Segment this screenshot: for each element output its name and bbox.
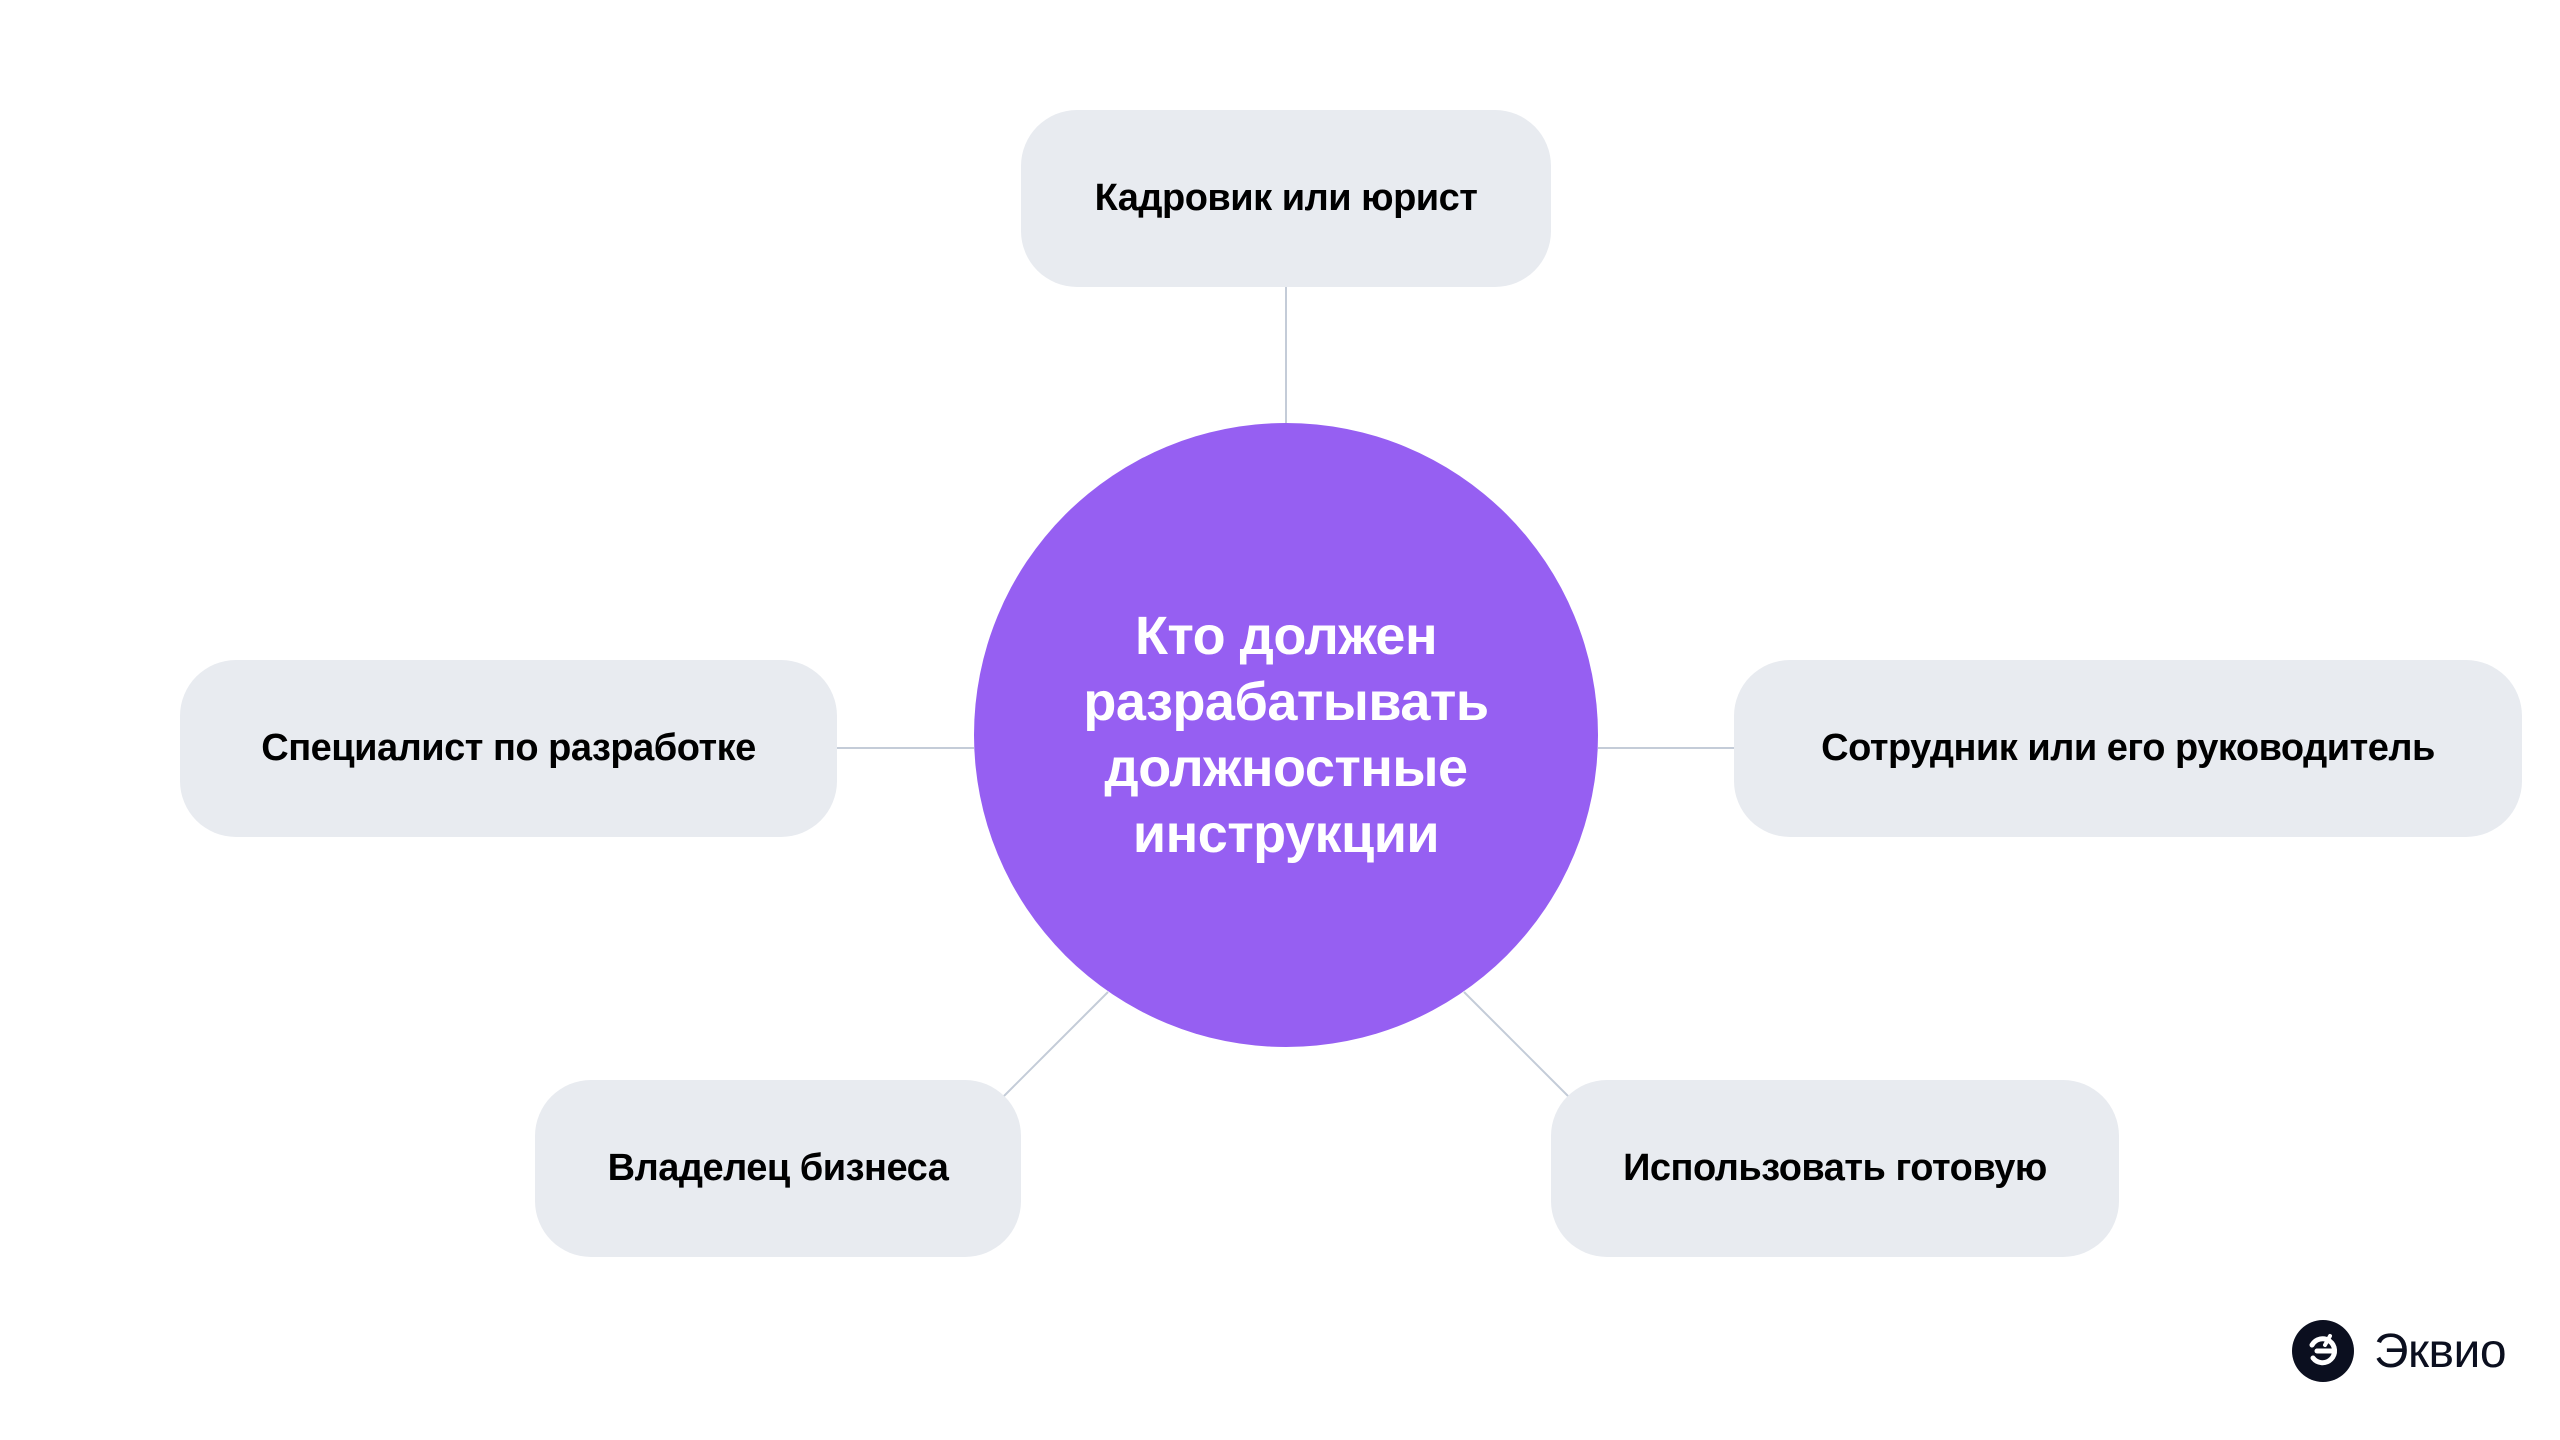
node-left-label: Специалист по разработке bbox=[261, 727, 756, 769]
node-bottom-right-label: Использовать готовую bbox=[1623, 1147, 2047, 1189]
center-title: Кто должен разрабатывать должностные инс… bbox=[1083, 606, 1489, 864]
node-left: Специалист по разработке bbox=[180, 660, 837, 837]
node-top: Кадровик или юрист bbox=[1021, 110, 1551, 287]
node-bottom-left: Владелец бизнеса bbox=[535, 1080, 1021, 1257]
connector-bottom-right bbox=[1463, 991, 1570, 1098]
connector-bottom-left bbox=[1002, 991, 1109, 1098]
brand-logo: Эквио bbox=[2292, 1320, 2507, 1382]
node-right-label: Сотрудник или его руководитель bbox=[1821, 727, 2435, 769]
node-bottom-right: Использовать готовую bbox=[1551, 1080, 2119, 1257]
node-top-label: Кадровик или юрист bbox=[1094, 177, 1478, 219]
logo-text: Эквио bbox=[2374, 1324, 2507, 1378]
ekvio-logo-icon bbox=[2292, 1320, 2354, 1382]
node-right: Сотрудник или его руководитель bbox=[1734, 660, 2522, 837]
center-circle: Кто должен разрабатывать должностные инс… bbox=[974, 423, 1598, 1047]
node-bottom-left-label: Владелец бизнеса bbox=[607, 1147, 949, 1189]
